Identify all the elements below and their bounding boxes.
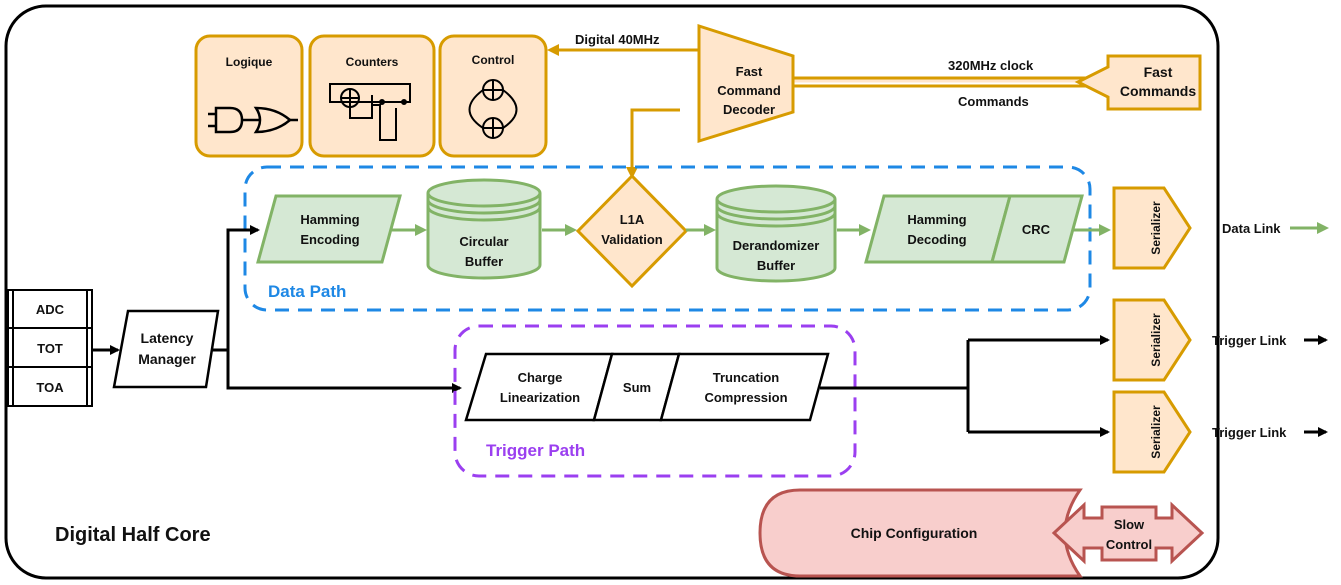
latency-manager-line1: Latency	[141, 330, 194, 346]
hamming-decoding-block	[864, 194, 1012, 264]
latency-to-data-path-arrow	[212, 225, 260, 352]
control-loop-icon	[468, 79, 518, 139]
hamming-encoding-block	[256, 194, 402, 264]
fcd-line2: Command	[717, 83, 781, 98]
decoder-to-l1a-arrow	[626, 108, 680, 179]
slow-control-line2: Control	[1106, 537, 1152, 552]
latency-to-trigger-path-arrow	[226, 350, 462, 393]
trigger-link-1-label: Trigger Link	[1212, 333, 1287, 348]
trigger-split-lines	[820, 340, 970, 432]
crc-label: CRC	[1022, 222, 1051, 237]
trigger-path-region	[453, 324, 857, 478]
sum-label: Sum	[623, 380, 651, 395]
trigger-link-2-label: Trigger Link	[1212, 425, 1287, 440]
data-path-region	[243, 165, 1092, 312]
chip-configuration-label: Chip Configuration	[851, 525, 978, 541]
slow-control-arrow	[1051, 501, 1205, 565]
digital-half-core-title: Digital Half Core	[55, 524, 211, 546]
fcd-line1: Fast	[736, 64, 763, 79]
fast-command-lines	[793, 76, 1100, 88]
serializer-data: Serializer	[1112, 186, 1192, 270]
logique-label: Logique	[226, 55, 273, 69]
serializer-trigger-1: Serializer	[1112, 298, 1192, 382]
latency-manager-line2: Manager	[138, 351, 196, 367]
latency-manager-block	[112, 309, 220, 389]
fast-command-decoder	[697, 23, 795, 144]
input-stack	[7, 289, 93, 407]
input-adc: ADC	[36, 302, 65, 317]
counters-block: Counters	[308, 34, 436, 158]
trigger-path-label: Trigger Path	[486, 441, 585, 460]
data-link-label: Data Link	[1222, 221, 1281, 236]
counters-label: Counters	[346, 55, 399, 69]
charge-line1: Charge	[518, 370, 563, 385]
commands-label: Commands	[958, 94, 1029, 109]
serializer-data-label: Serializer	[1149, 201, 1163, 255]
input-tot: TOT	[37, 341, 63, 356]
derandomizer-line2: Buffer	[757, 258, 795, 273]
l1a-line2: Validation	[601, 232, 662, 247]
fcd-line3: Decoder	[723, 102, 775, 117]
hamming-encoding-line2: Encoding	[300, 232, 359, 247]
truncation-compression-block	[659, 352, 830, 422]
digital-40mhz-label: Digital 40MHz	[575, 32, 660, 47]
circular-buffer-line1: Circular	[459, 234, 508, 249]
serializer-trigger-2-label: Serializer	[1149, 405, 1163, 459]
truncation-line1: Truncation	[713, 370, 780, 385]
logic-gates-icon	[208, 106, 298, 134]
clock-320-label: 320MHz clock	[948, 58, 1034, 73]
control-block: Control	[438, 34, 548, 158]
hamming-decoding-line2: Decoding	[907, 232, 966, 247]
logique-block: Logique	[194, 34, 304, 158]
hamming-decoding-line1: Hamming	[907, 212, 966, 227]
digital-half-core-frame	[4, 4, 1220, 580]
data-flow-arrows	[392, 222, 1329, 236]
derandomizer-line1: Derandomizer	[733, 238, 820, 253]
data-path-label: Data Path	[268, 282, 346, 301]
serializer-trigger-1-label: Serializer	[1149, 313, 1163, 367]
input-toa: TOA	[36, 380, 64, 395]
l1a-line1: L1A	[620, 212, 645, 227]
fast-commands-arrow	[1074, 54, 1202, 111]
charge-line2: Linearization	[500, 390, 580, 405]
fast-commands-label: Fast	[1144, 64, 1173, 80]
fast-commands-label-2: Commands	[1120, 83, 1196, 99]
counter-circuit-icon	[329, 83, 411, 141]
circular-buffer-line2: Buffer	[465, 254, 503, 269]
charge-linearization-block	[464, 352, 614, 422]
truncation-line2: Compression	[704, 390, 787, 405]
crc-block	[990, 194, 1084, 264]
slow-control-line1: Slow	[1114, 517, 1145, 532]
control-label: Control	[472, 53, 515, 67]
l1a-validation-block	[575, 173, 689, 289]
hamming-encoding-line1: Hamming	[300, 212, 359, 227]
serializer-trigger-2: Serializer	[1112, 390, 1192, 474]
derandomizer-buffer-block	[715, 184, 837, 283]
circular-buffer-block	[426, 178, 542, 280]
